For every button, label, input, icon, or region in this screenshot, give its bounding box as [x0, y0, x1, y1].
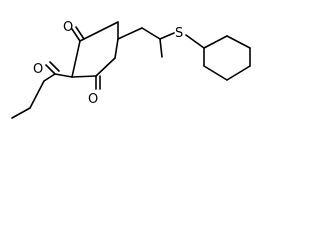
acyl-carbonyl — [45, 61, 60, 75]
cyclohexyl-ring — [185, 34, 251, 81]
sulfur-label: S — [175, 26, 183, 41]
propyl-side-chain — [117, 27, 175, 58]
ring-carbonyl-top — [71, 26, 85, 42]
oxygen-bottom-label: O — [88, 92, 98, 107]
butanoyl-chain — [11, 73, 73, 119]
oxygen-acyl-label: O — [33, 62, 43, 77]
ring-carbonyl-bottom — [95, 75, 101, 90]
chemical-structure-diagram: O O O S — [11, 20, 251, 119]
oxygen-top-label: O — [63, 20, 73, 35]
dione-ring — [71, 21, 119, 78]
